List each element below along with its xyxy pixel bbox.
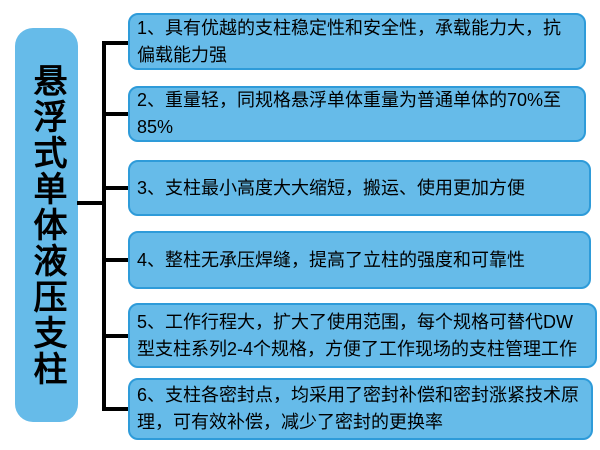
feature-text-line: 偏载能力强 xyxy=(137,44,227,65)
branch-line-5 xyxy=(102,334,128,338)
root-node-title: 悬浮式单体液压支柱 xyxy=(28,63,66,387)
trunk-line xyxy=(102,41,106,411)
branch-line-4 xyxy=(102,258,128,262)
feature-box-5: 5、工作行程大，扩大了使用范围，每个规格可替代DW 型支柱系列2-4个规格，方便… xyxy=(128,303,597,368)
feature-box-3: 3、支柱最小高度大大缩短，搬运、使用更加方便 xyxy=(128,160,591,216)
feature-text-line: 6、支柱各密封点，均采用了密封补偿和密封涨紧技术原 xyxy=(137,385,580,405)
feature-text-line: 5、工作行程大，扩大了使用范围，每个规格可替代DW xyxy=(137,311,573,332)
branch-line-3 xyxy=(102,186,128,190)
root-connector-line xyxy=(77,201,104,205)
feature-text-line: 2、重量轻，同规格悬浮单体重量为普通单体的70%至 xyxy=(137,90,562,110)
feature-text-line: 理，可有效补偿，减少了密封的更换率 xyxy=(137,412,443,432)
feature-box-4: 4、整柱无承压焊缝，提高了立柱的强度和可靠性 xyxy=(128,231,591,289)
feature-text-line: 型支柱系列2-4个规格，方便了工作现场的支柱管理工作 xyxy=(137,338,578,359)
feature-box-1: 1、具有优越的支柱稳定性和安全性，承载能力大，抗 偏载能力强 xyxy=(128,13,586,70)
root-node: 悬浮式单体液压支柱 xyxy=(15,28,78,422)
feature-box-6: 6、支柱各密封点，均采用了密封补偿和密封涨紧技术原 理，可有效补偿，减少了密封的… xyxy=(128,378,593,440)
branch-line-6 xyxy=(102,407,128,411)
branch-line-2 xyxy=(102,112,128,116)
feature-text-line: 3、支柱最小高度大大缩短，搬运、使用更加方便 xyxy=(137,177,526,198)
branch-line-1 xyxy=(102,41,128,45)
feature-box-2: 2、重量轻，同规格悬浮单体重量为普通单体的70%至 85% xyxy=(128,86,586,142)
feature-text-line: 1、具有优越的支柱稳定性和安全性，承载能力大，抗 xyxy=(137,17,562,38)
feature-text-line: 4、整柱无承压焊缝，提高了立柱的强度和可靠性 xyxy=(137,249,526,270)
feature-text-line: 85% xyxy=(137,117,174,137)
